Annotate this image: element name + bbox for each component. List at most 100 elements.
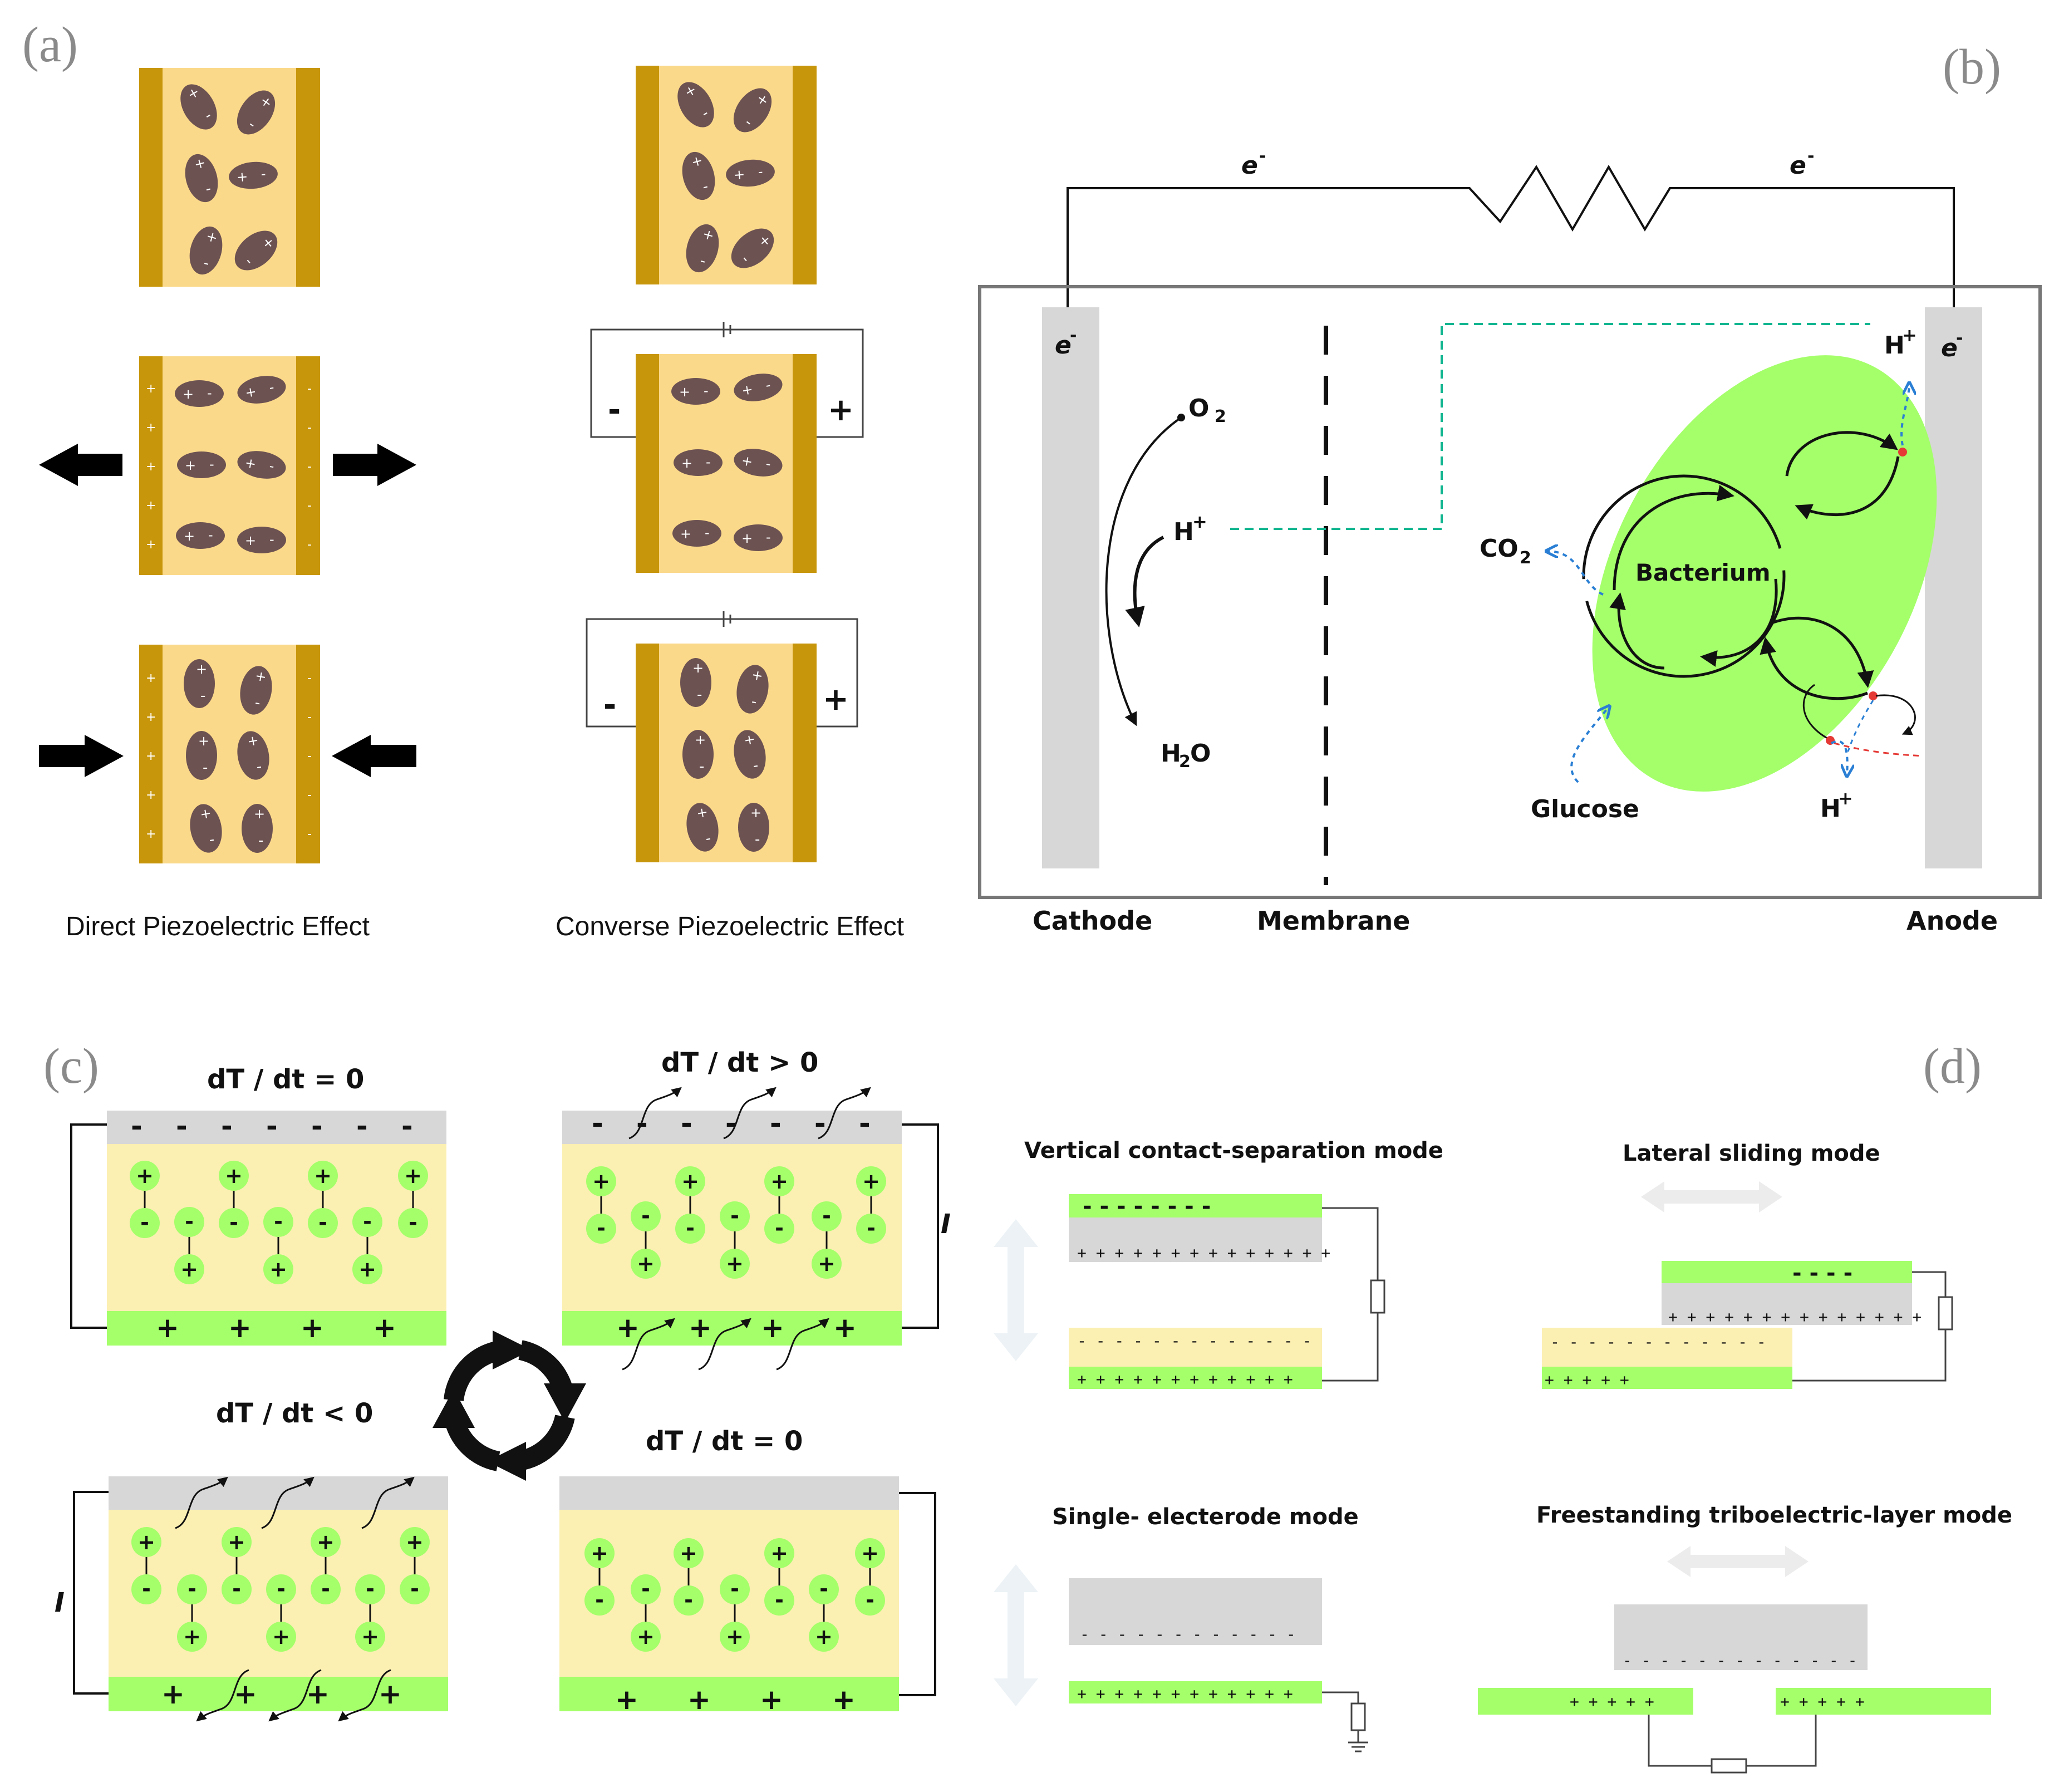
svg-text:+: +: [760, 1683, 783, 1716]
svg-text:+: +: [146, 827, 156, 841]
svg-text:-: -: [356, 1110, 368, 1142]
svg-text:-: -: [859, 1107, 871, 1140]
svg-text:-: -: [770, 1107, 782, 1140]
anode-hplus-bottom: H: [1820, 794, 1841, 823]
cathode-electron: e: [1055, 331, 1072, 360]
converse-crystal-rest: [636, 66, 817, 284]
svg-text:+ + + + + + + + + + + +: + + + + + + + + + + + +: [1077, 1685, 1293, 1703]
svg-text:+: +: [161, 1678, 185, 1710]
single-mode-label: Single- electerode mode: [1052, 1504, 1359, 1530]
svg-text:+: +: [301, 1312, 324, 1344]
current-label-1: I: [941, 1209, 951, 1240]
svg-text:- - - - - - - - - - - - -: - - - - - - - - - - - - -: [1623, 1651, 1857, 1670]
anode-label: Anode: [1906, 906, 1998, 936]
circuit-electron-right-sup: -: [1807, 146, 1814, 166]
svg-text:+: +: [146, 749, 156, 763]
svg-text:-: -: [307, 788, 312, 802]
freestanding-mode-label: Freestanding triboelectric-layer mode: [1536, 1503, 2012, 1528]
svg-text:+: +: [146, 382, 156, 396]
svg-text:+: +: [228, 1312, 252, 1344]
svg-text:- - - - - - - - - - - -: - - - - - - - - - - - -: [1080, 1625, 1296, 1643]
svg-text:-: -: [176, 1110, 188, 1142]
lateral-mode-label: Lateral sliding mode: [1623, 1141, 1880, 1166]
svg-text:-: -: [311, 1110, 323, 1142]
oxygen-sub: 2: [1215, 407, 1226, 426]
current-label-2: I: [55, 1587, 65, 1618]
svg-text:-: -: [221, 1110, 233, 1142]
svg-text:-: -: [307, 671, 312, 685]
cycle-arrows: [433, 1331, 586, 1481]
membrane-label: Membrane: [1257, 906, 1411, 936]
cathode-hplus: H: [1173, 518, 1194, 546]
cathode-label: Cathode: [1033, 906, 1152, 936]
state-label-1: dT / dt = 0: [207, 1064, 364, 1095]
svg-text:+ + + + + + + + + + + + + +: + + + + + + + + + + + + + +: [1077, 1244, 1330, 1262]
panel-a-letter: (a): [22, 17, 78, 72]
anode-electron-sup: -: [1956, 328, 1963, 348]
direct-crystal-tension: +++++ -----: [39, 356, 416, 575]
converse-crystal-expand: - +: [590, 322, 864, 573]
svg-text:-: -: [725, 1107, 737, 1140]
panel-b: (b) e - e - e - e - O 2 H + H 2 O: [978, 40, 2042, 936]
bacterium-cell: [1592, 355, 1937, 792]
svg-text:-: -: [307, 538, 312, 552]
svg-text:+: +: [156, 1312, 179, 1344]
right-pull-arrow: [333, 444, 416, 486]
svg-text:- - - - - - - -: - - - - - - - -: [1083, 1194, 1211, 1219]
converse-caption: Converse Piezoelectric Effect: [556, 912, 904, 941]
external-circuit: [1067, 165, 1955, 309]
proton-path: [1230, 323, 1870, 530]
svg-text:-: -: [307, 710, 312, 724]
svg-text:+: +: [689, 1312, 712, 1344]
svg-text:+ + + + +: + + + + +: [1780, 1692, 1865, 1711]
converse-plus-2: +: [823, 681, 849, 718]
cathode-hplus-sup: +: [1192, 511, 1207, 532]
vertical-mode-label: Vertical contact-separation mode: [1024, 1138, 1443, 1163]
anode-hplus-top: H: [1884, 331, 1905, 360]
svg-text:+ + + + +: + + + + +: [1570, 1692, 1654, 1711]
svg-text:-: -: [307, 421, 312, 435]
svg-text:+: +: [146, 671, 156, 685]
svg-text:-: -: [307, 382, 312, 396]
svg-text:-: -: [131, 1110, 142, 1142]
svg-text:+: +: [146, 538, 156, 552]
panel-d: (d) Vertical contact-separation mode - -…: [994, 1039, 2012, 1774]
co2-sub: 2: [1520, 548, 1531, 568]
circuit-electron-left-sup: -: [1259, 146, 1266, 166]
state-label-2: dT / dt > 0: [661, 1047, 818, 1078]
panel-d-letter: (d): [1923, 1039, 1982, 1094]
bacterium-label: Bacterium: [1635, 559, 1771, 586]
water-sub: 2: [1179, 752, 1191, 772]
state-label-4: dT / dt = 0: [646, 1426, 803, 1457]
svg-text:-: -: [307, 749, 312, 763]
teng-lateral-mode: Lateral sliding mode - - - - + + + + + +…: [1542, 1141, 1953, 1389]
panel-a: (a) + + + + + - - - - -: [22, 17, 904, 941]
svg-text:+: +: [761, 1312, 784, 1344]
anode-hplus-top-sup: +: [1902, 325, 1917, 346]
svg-text:-: -: [681, 1107, 692, 1140]
svg-text:-: -: [307, 499, 312, 513]
svg-text:-: -: [592, 1107, 603, 1140]
converse-plus: +: [828, 392, 854, 428]
oxygen-label: O: [1188, 394, 1209, 423]
teng-single-electrode-mode: Single- electerode mode - - - - - - - - …: [994, 1504, 1368, 1752]
svg-text:+: +: [833, 1312, 857, 1344]
svg-text:+: +: [379, 1678, 402, 1710]
left-push-arrow: [39, 735, 124, 777]
svg-text:+: +: [615, 1683, 638, 1716]
svg-text:- - - - - - - - - - - -: - - - - - - - - - - - -: [1550, 1333, 1766, 1351]
svg-text:+: +: [146, 460, 156, 474]
converse-minus: -: [608, 392, 621, 428]
anode-electron: e: [1941, 334, 1958, 362]
svg-text:+: +: [373, 1312, 396, 1344]
svg-text:-: -: [307, 827, 312, 841]
direct-caption: Direct Piezoelectric Effect: [66, 912, 370, 941]
svg-text:-: -: [266, 1110, 278, 1142]
svg-text:+ + + + + + + + + + + +: + + + + + + + + + + + +: [1077, 1370, 1293, 1388]
pyro-cell-cooling: ++++ I dT / dt < 0: [55, 1398, 448, 1720]
water-label-o: O: [1190, 739, 1211, 768]
svg-text:- - - - - - - - - - - - -: - - - - - - - - - - - - -: [1077, 1332, 1311, 1350]
svg-text:-: -: [307, 460, 312, 474]
teng-freestanding-mode: Freestanding triboelectric-layer mode - …: [1478, 1503, 2012, 1774]
